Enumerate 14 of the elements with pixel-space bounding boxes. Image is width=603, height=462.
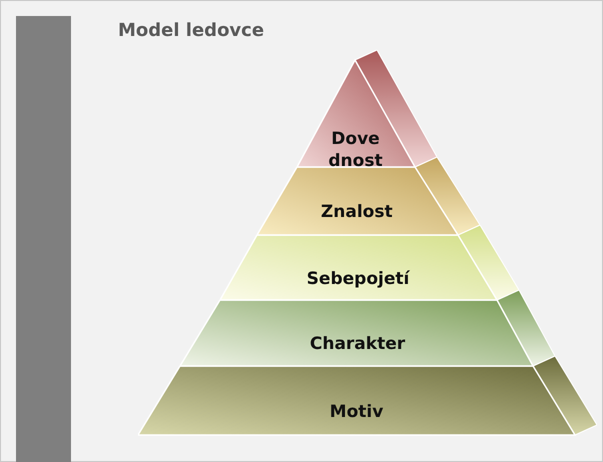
pyramid-level	[180, 290, 555, 368]
pyramid-level-side-face	[532, 356, 597, 436]
diagram-title: Model ledovce	[118, 20, 264, 41]
level-label: Motiv	[328, 400, 384, 422]
pyramid-level-side-face	[457, 225, 519, 301]
level-label: Charakter	[308, 333, 406, 355]
pyramid-level	[138, 356, 597, 437]
pyramid-level	[297, 50, 437, 169]
pyramid-level-side-face	[496, 290, 555, 367]
pyramid-level-side-face	[414, 157, 480, 236]
pyramid-level	[220, 225, 519, 302]
level-label: Dove dnost	[327, 128, 384, 172]
level-label: Sebepojetí	[306, 268, 411, 290]
level-label: Znalost	[320, 201, 394, 223]
